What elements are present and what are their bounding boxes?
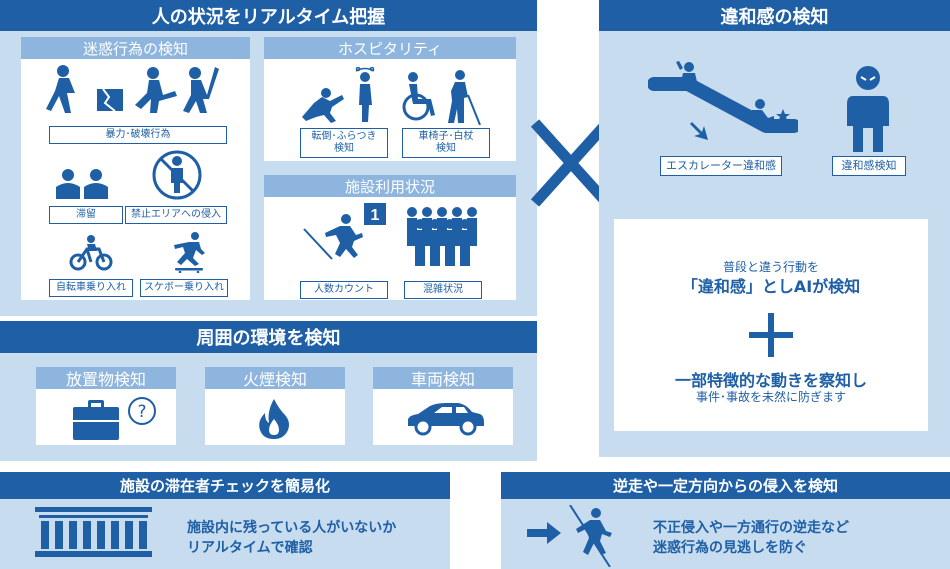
fall-icon [296, 67, 386, 125]
anomaly-detect-label: 違和感検知 [832, 156, 906, 176]
bicycle-icon [69, 235, 113, 271]
anomaly-text-1: 普段と違う行動を [722, 260, 819, 274]
vehicle-title: 車両検知 [373, 367, 513, 389]
walking-cane-icon [442, 69, 484, 125]
skateboard-icon [171, 231, 207, 273]
car-icon [404, 402, 486, 436]
crowd-label: 混雑状況 [404, 281, 482, 299]
left-object-card: 放置物検知 ? [36, 367, 176, 445]
suspicious-person-icon [843, 64, 893, 154]
hospitality-title: ホスピタリティ [264, 37, 516, 59]
people-count-label: 人数カウント [300, 281, 388, 299]
restricted-area-icon [151, 149, 203, 201]
facility-title: 施設利用状況 [264, 175, 516, 197]
violence-icon [45, 63, 225, 115]
anomaly-text-4: 事件･事故を未然に防ぎます [695, 390, 846, 404]
hospitality-card: ホスピタリティ 転倒･ふらつき 検知 [264, 37, 516, 161]
fire-card: 火煙検知 [205, 367, 345, 445]
crowd-icon [404, 206, 480, 268]
cross-mark-icon [521, 113, 621, 213]
escalator-icon [648, 60, 798, 152]
people-count-badge: 1 [371, 207, 380, 224]
stay-label: 滞留 [49, 206, 123, 224]
fall-label: 転倒･ふらつき 検知 [300, 128, 388, 158]
nuisance-card: 迷惑行為の検知 暴力･破壊行為 滞留 [21, 37, 250, 300]
fire-title: 火煙検知 [205, 367, 345, 389]
left-object-title: 放置物検知 [36, 367, 176, 389]
building-icon [35, 507, 152, 557]
vehicle-card: 車両検知 [373, 367, 513, 445]
wheelchair-icon [399, 71, 443, 123]
people-status-title: 人の状況をリアルタイム把握 [0, 0, 537, 31]
reverse-title: 逆走や一定方向からの侵入を検知 [501, 472, 950, 499]
stay-icon [51, 167, 113, 203]
stay-check-title: 施設の滞在者チェックを簡易化 [0, 472, 450, 499]
svg-text:?: ? [137, 402, 146, 422]
stay-check-line-1: 施設内に残っている人がいないか [187, 520, 397, 536]
environment-title: 周囲の環境を検知 [0, 321, 537, 353]
nuisance-title: 迷惑行為の検知 [21, 37, 250, 59]
restricted-area-label: 禁止エリアへの侵入 [125, 206, 227, 224]
violence-label: 暴力･破壊行為 [49, 126, 227, 144]
plus-icon [749, 313, 793, 357]
reverse-line-2: 迷惑行為の見逃しを防ぐ [653, 540, 807, 556]
reverse-walk-icon [566, 505, 616, 567]
anomaly-text-3: 一部特徴的な動きを察知し [674, 371, 867, 390]
reverse-line-1: 不正侵入や一方通行の逆走など [653, 520, 849, 536]
people-count-icon: 1 [302, 203, 388, 261]
bicycle-label: 自転車乗り入れ [49, 279, 133, 297]
anomaly-title: 違和感の検知 [599, 0, 950, 31]
arrow-right-icon [527, 522, 561, 544]
facility-card: 施設利用状況 1 人数カウント 混雑状況 [264, 175, 516, 300]
escalator-label: エスカレーター違和感 [660, 156, 782, 176]
skateboard-label: スケボー乗り入れ [140, 279, 228, 297]
flame-icon [257, 399, 291, 439]
wheelchair-label: 車椅子･白杖 検知 [402, 128, 490, 158]
anomaly-text-2: 「違和感」としAIが検知 [681, 277, 861, 296]
briefcase-question-icon: ? [68, 395, 158, 443]
stay-check-line-2: リアルタイムで確認 [187, 540, 313, 556]
